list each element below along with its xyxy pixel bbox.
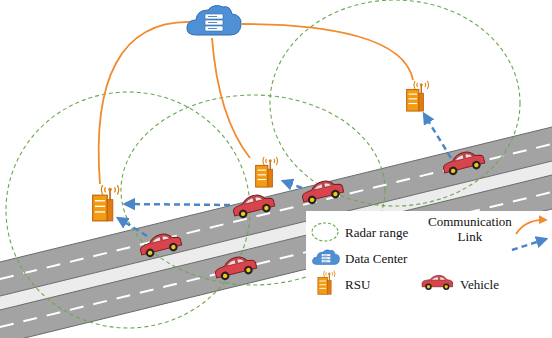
legend-label: Communication Link	[428, 214, 512, 244]
road-edge	[0, 175, 552, 310]
rsu-icon	[93, 185, 119, 221]
legend-rsu-sample	[318, 271, 335, 295]
road-edge	[0, 161, 552, 296]
legend-v2i-sample	[512, 239, 546, 250]
v2i-link	[125, 204, 230, 205]
radar-range	[6, 92, 250, 328]
road	[0, 127, 552, 338]
legend-vehicle-sample	[422, 275, 453, 290]
vehicle-icon	[300, 177, 345, 206]
radar-range	[270, 0, 520, 206]
backhaul-link	[99, 22, 192, 184]
road-edge	[0, 127, 552, 262]
road-median	[0, 161, 552, 310]
v2i-link	[283, 181, 302, 188]
rsu-icon	[407, 81, 429, 111]
backhaul-link	[242, 24, 413, 80]
v2i-link	[118, 218, 147, 236]
road-edge	[0, 209, 552, 338]
legend-label: Data Center	[345, 251, 407, 266]
lane-marking	[0, 192, 552, 327]
legend-label: RSU	[345, 277, 370, 292]
legend-label: Radar range	[345, 225, 408, 240]
vehicle-icon	[213, 253, 258, 282]
rsu-icon	[256, 157, 278, 187]
backhaul-link	[212, 38, 250, 158]
legend-backhaul-sample	[516, 220, 546, 234]
legend-data-center-sample	[312, 250, 339, 265]
v2i-link	[424, 114, 451, 158]
legend-panel	[306, 211, 552, 297]
road-lane	[0, 175, 552, 338]
data-center-icon	[187, 6, 241, 35]
legend-radar-sample	[312, 223, 338, 241]
vehicle-icon	[231, 191, 276, 220]
vehicle-icon	[138, 230, 183, 259]
vehicle-icon	[441, 148, 486, 177]
legend-label: Vehicle	[460, 277, 499, 292]
